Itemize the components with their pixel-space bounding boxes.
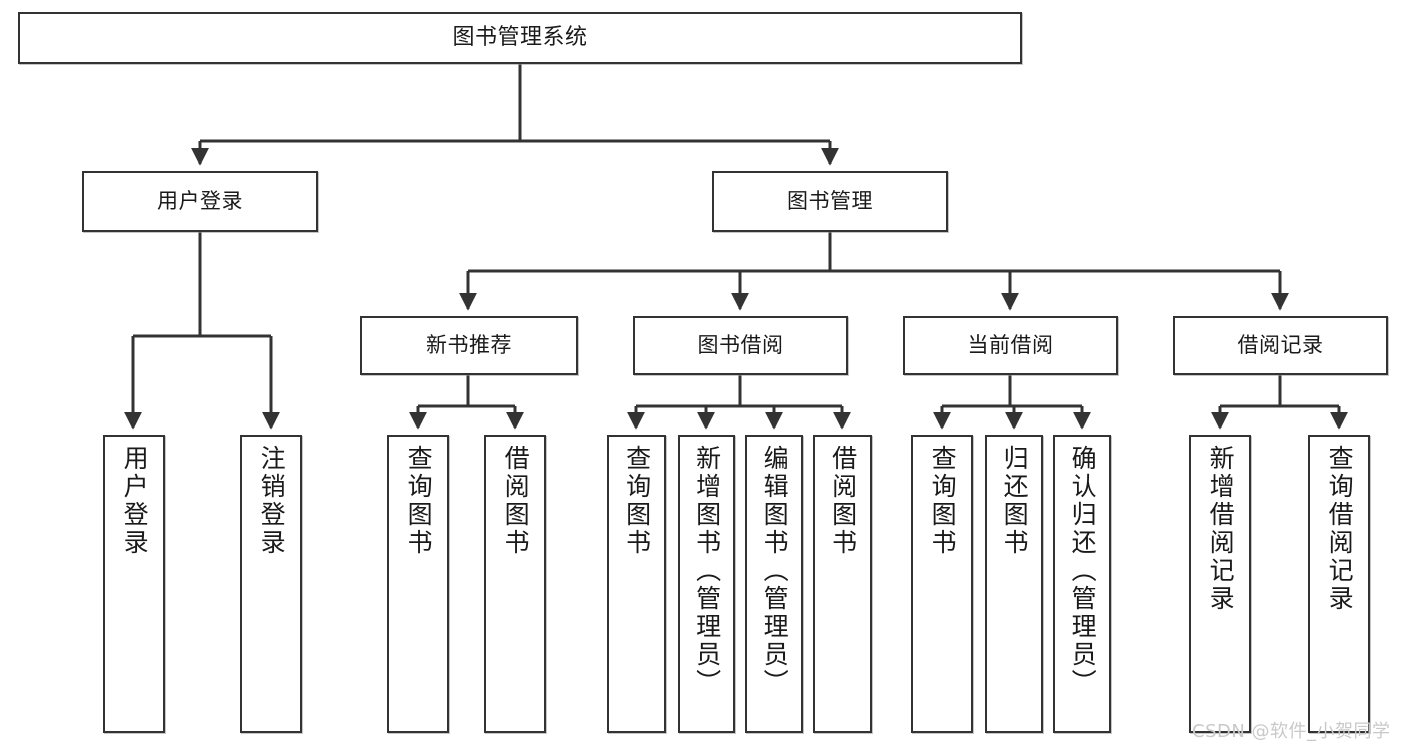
node-root[interactable]: 图书管理系统 <box>18 12 1022 64</box>
leaf-add-book-admin[interactable]: 新增图书（管理员） <box>678 435 735 733</box>
leaf-borrow-book-recommend-label: 借阅图书 <box>501 445 531 557</box>
leaf-confirm-return-admin[interactable]: 确认归还（管理员） <box>1053 435 1111 733</box>
node-new-book-recommend-label: 新书推荐 <box>426 333 512 358</box>
node-book-borrow-label: 图书借阅 <box>697 333 784 358</box>
node-current-borrow[interactable]: 当前借阅 <box>903 316 1118 375</box>
node-borrow-record-label: 借阅记录 <box>1237 333 1324 358</box>
leaf-query-book-recommend-label: 查询图书 <box>404 445 434 557</box>
node-user-login[interactable]: 用户登录 <box>82 171 318 232</box>
leaf-borrow-book-recommend[interactable]: 借阅图书 <box>484 435 546 733</box>
leaf-edit-book-admin-label: 编辑图书（管理员） <box>760 445 790 697</box>
leaf-query-book-recommend[interactable]: 查询图书 <box>387 435 449 733</box>
leaf-borrow-book[interactable]: 借阅图书 <box>813 435 872 733</box>
leaf-user-login[interactable]: 用户登录 <box>103 435 165 733</box>
node-current-borrow-label: 当前借阅 <box>967 333 1054 358</box>
leaf-query-book-borrow-label: 查询图书 <box>622 445 652 557</box>
node-root-label: 图书管理系统 <box>452 25 588 51</box>
node-new-book-recommend[interactable]: 新书推荐 <box>360 316 578 375</box>
csdn-watermark: CSDN @软件_小贺同学 <box>1192 721 1391 742</box>
leaf-query-book-borrow[interactable]: 查询图书 <box>607 435 666 733</box>
node-book-management-label: 图书管理 <box>787 189 873 214</box>
leaf-query-borrow-record-label: 查询借阅记录 <box>1325 445 1355 613</box>
leaf-add-book-admin-label: 新增图书（管理员） <box>692 445 722 697</box>
node-book-borrow[interactable]: 图书借阅 <box>633 316 848 375</box>
leaf-return-book-label: 归还图书 <box>1000 445 1030 557</box>
node-book-management[interactable]: 图书管理 <box>712 171 948 232</box>
leaf-query-borrow-record[interactable]: 查询借阅记录 <box>1308 435 1370 733</box>
leaf-logout-label: 注销登录 <box>257 445 287 557</box>
leaf-return-book[interactable]: 归还图书 <box>985 435 1043 733</box>
leaf-add-borrow-record[interactable]: 新增借阅记录 <box>1189 435 1251 733</box>
leaf-query-book-current[interactable]: 查询图书 <box>911 435 973 733</box>
node-borrow-record[interactable]: 借阅记录 <box>1173 316 1388 375</box>
leaf-add-borrow-record-label: 新增借阅记录 <box>1206 445 1236 613</box>
leaf-confirm-return-admin-label: 确认归还（管理员） <box>1068 445 1098 697</box>
node-user-login-label: 用户登录 <box>157 189 243 214</box>
leaf-edit-book-admin[interactable]: 编辑图书（管理员） <box>745 435 803 733</box>
leaf-borrow-book-label: 借阅图书 <box>828 445 858 557</box>
leaf-logout[interactable]: 注销登录 <box>240 435 302 733</box>
leaf-query-book-current-label: 查询图书 <box>928 445 958 557</box>
leaf-user-login-label: 用户登录 <box>120 445 150 557</box>
